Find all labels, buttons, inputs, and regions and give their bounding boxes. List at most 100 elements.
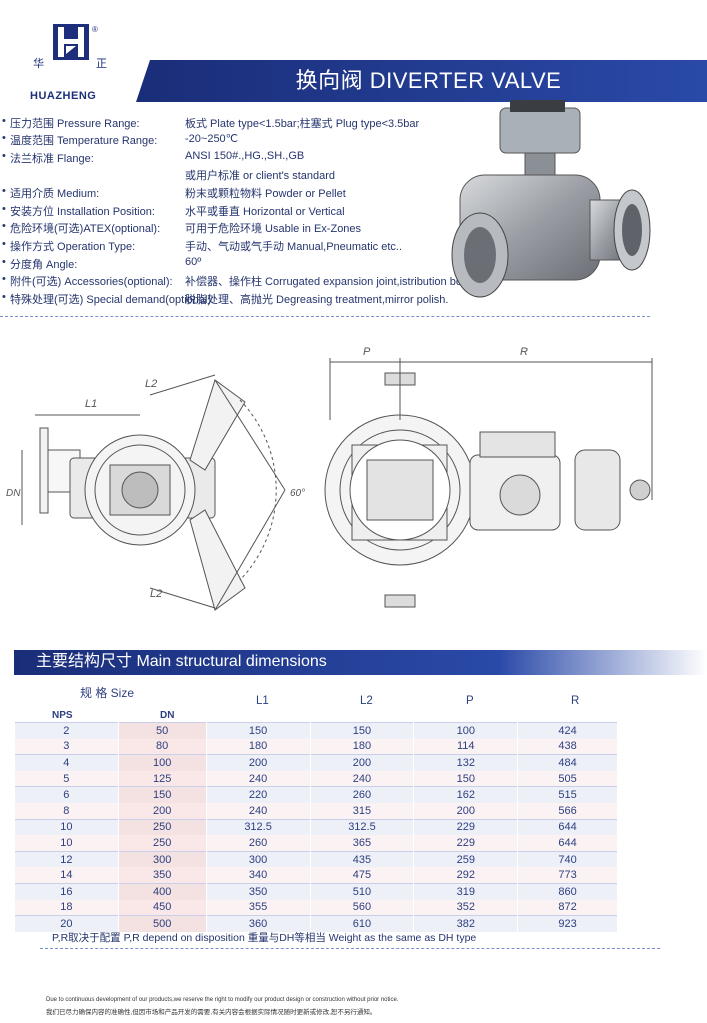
bullet-icon: • — [2, 150, 6, 162]
table-cell: 424 — [517, 722, 618, 739]
spec-label: 危险环境(可选)ATEX(optional): — [10, 223, 161, 235]
table-cell: 3 — [14, 738, 119, 755]
table-cell: 300 — [205, 851, 311, 868]
table-cell: 180 — [205, 738, 311, 755]
spec-value: 手动、气动或气手动 Manual,Pneumatic etc.. — [185, 241, 403, 253]
table-cell: 300 — [117, 851, 207, 868]
col-dn: DN — [160, 710, 175, 721]
spec-row: • 适用介质 Medium: 粉末或颗粒物料 Powder or Pellet — [0, 185, 346, 200]
table-cell: 180 — [309, 738, 415, 755]
table-cell: 438 — [517, 738, 618, 755]
table-cell: 500 — [117, 915, 207, 932]
table-cell: 382 — [413, 915, 519, 932]
divider-top — [0, 316, 650, 317]
spec-row: • 法兰标准 Flange: ANSI 150#.,HG.,SH.,GB — [0, 150, 304, 165]
table-cell: 515 — [517, 786, 618, 803]
table-cell: 14 — [14, 867, 119, 884]
label-l2-top: L2 — [145, 378, 158, 390]
table-cell: 260 — [309, 786, 415, 803]
table-cell: 220 — [205, 786, 311, 803]
spec-row: •特殊处理(可选) Special demand(optional):脱脂处理、… — [0, 291, 448, 306]
spec-row: •附件(可选) Accessories(optional):补偿器、操作柱 Co… — [0, 273, 467, 288]
table-cell: 872 — [517, 899, 618, 916]
table-cell: 340 — [205, 867, 311, 884]
registered-mark: ® — [92, 25, 98, 34]
table-cell: 162 — [413, 786, 519, 803]
table-cell: 240 — [205, 802, 311, 820]
spec-label: 压力范围 Pressure Range: — [10, 118, 140, 130]
table-cell: 860 — [517, 883, 618, 900]
bullet-icon: • — [2, 132, 6, 144]
table-cell: 484 — [517, 754, 618, 771]
bullet-icon: • — [2, 291, 6, 303]
label-r: R — [520, 346, 528, 358]
spec-row: •压力范围 Pressure Range:板式 Plate type<1.5ba… — [0, 115, 419, 130]
bullet-icon: • — [2, 115, 6, 127]
spec-label: 温度范围 Temperature Range: — [10, 135, 158, 147]
spec-label: 操作方式 Operation Type: — [10, 241, 136, 253]
footer-english: Due to continuous development of our pro… — [46, 997, 399, 1003]
technical-drawing — [21, 358, 653, 611]
table-cell: 566 — [517, 802, 618, 820]
spec-value: 粉末或颗粒物料 Powder or Pellet — [185, 188, 346, 200]
table-cell: 923 — [517, 915, 618, 932]
table-cell: 644 — [517, 819, 618, 836]
table-cell: 229 — [413, 835, 519, 852]
table-cell: 114 — [413, 738, 519, 755]
table-cell: 365 — [309, 835, 415, 852]
spec-label: 安装方位 Installation Position: — [10, 206, 155, 218]
divider-bottom — [40, 948, 660, 949]
spec-row: • 危险环境(可选)ATEX(optional): 可用于危险环境 Usable i… — [0, 220, 361, 235]
table-cell: 200 — [309, 754, 415, 771]
bullet-icon: • — [2, 273, 6, 285]
spec-value: 水平或垂直 Horizontal or Vertical — [185, 206, 345, 218]
table-cell: 80 — [117, 738, 207, 755]
table-cell: 250 — [117, 819, 207, 836]
table-cell: 450 — [117, 899, 207, 916]
spec-label: 适用介质 Medium: — [10, 188, 100, 200]
spec-value: -20~250℃ — [185, 133, 239, 145]
table-cell: 150 — [413, 770, 519, 787]
table-cell: 18 — [14, 899, 119, 916]
table-cell: 200 — [205, 754, 311, 771]
table-cell: 260 — [205, 835, 311, 852]
table-cell: 2 — [14, 722, 119, 739]
label-l2-bottom: L2 — [150, 588, 163, 600]
spec-value: 可用于危险环境 Usable in Ex-Zones — [185, 223, 362, 235]
table-cell: 132 — [413, 754, 519, 771]
col-l2: L2 — [360, 695, 373, 707]
spec-value: 60º — [185, 256, 202, 268]
spec-label: 分度角 Angle: — [10, 259, 78, 271]
spec-label: 附件(可选) Accessories(optional): — [10, 276, 173, 288]
bullet-icon: • — [2, 220, 6, 232]
table-cell: 312.5 — [309, 819, 415, 836]
spec-value: ANSI 150#.,HG.,SH.,GB — [185, 150, 305, 162]
table-cell: 240 — [205, 770, 311, 787]
table-cell: 100 — [117, 754, 207, 771]
huazheng-logo-icon — [53, 24, 89, 60]
bullet-icon: • — [2, 185, 6, 197]
valve-photo — [451, 100, 651, 298]
table-cell: 510 — [309, 883, 415, 900]
table-cell: 610 — [309, 915, 415, 932]
spec-label: 法兰标准 Flange: — [10, 153, 94, 165]
label-p: P — [363, 346, 371, 358]
table-cell: 100 — [413, 722, 519, 739]
table-cell: 435 — [309, 851, 415, 868]
label-angle: 60° — [290, 488, 306, 499]
col-p: P — [466, 695, 474, 707]
label-l1: L1 — [85, 398, 98, 410]
table-cell: 560 — [309, 899, 415, 916]
col-r: R — [571, 695, 580, 707]
table-cell: 125 — [117, 770, 207, 787]
section-title: 主要结构尺寸 Main structural dimensions — [36, 653, 327, 670]
table-cell: 5 — [14, 770, 119, 787]
footer-chinese: 我们已尽力确保内容的准确性,但因市场和产品开发的需要,有关内容会根据实际情况随时… — [46, 1009, 377, 1016]
